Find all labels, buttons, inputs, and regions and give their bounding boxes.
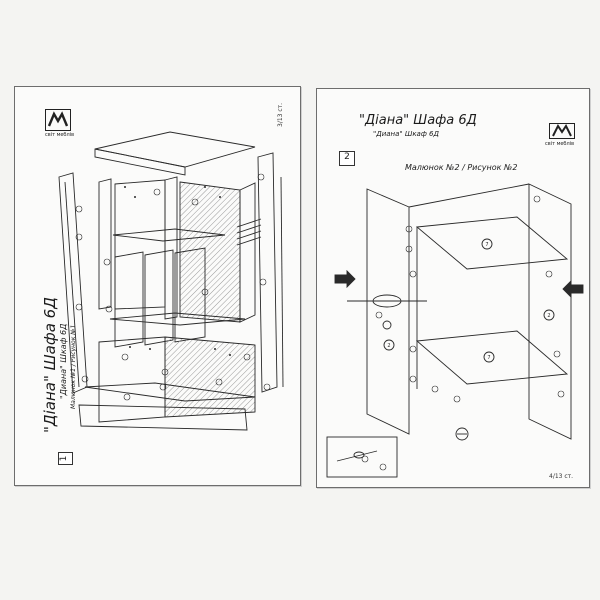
brand-logo [45,109,71,131]
page-title: "Діана" Шафа 6Д [359,113,477,128]
brand-logo-icon [549,123,575,139]
instruction-page-left: світ меблів "Діана" Шафа 6Д "Диана" Шкаф… [14,86,301,486]
part-number-label: 7 [487,355,490,361]
page-subtitle: "Диана" Шкаф 6Д [373,130,439,138]
brand-logo-icon [45,109,71,131]
part-number-label: 2 [387,343,390,349]
brand-tagline: світ меблів [545,141,575,147]
page-number: 4/13 ст. [549,473,574,480]
side-panel-assembly-drawing: 2 7 2 7 [326,183,584,478]
figure-caption: Малюнок №2 / Рисунок №2 [405,163,518,172]
instruction-page-right: "Діана" Шафа 6Д "Диана" Шкаф 6Д світ меб… [316,88,590,488]
brand-tagline: світ меблів [45,132,75,138]
part-number-label: 7 [485,242,488,248]
exploded-assembly-drawing [58,131,284,431]
brand-logo [549,123,575,139]
part-number-label: 2 [547,313,550,319]
step-number: 2 [339,151,355,166]
